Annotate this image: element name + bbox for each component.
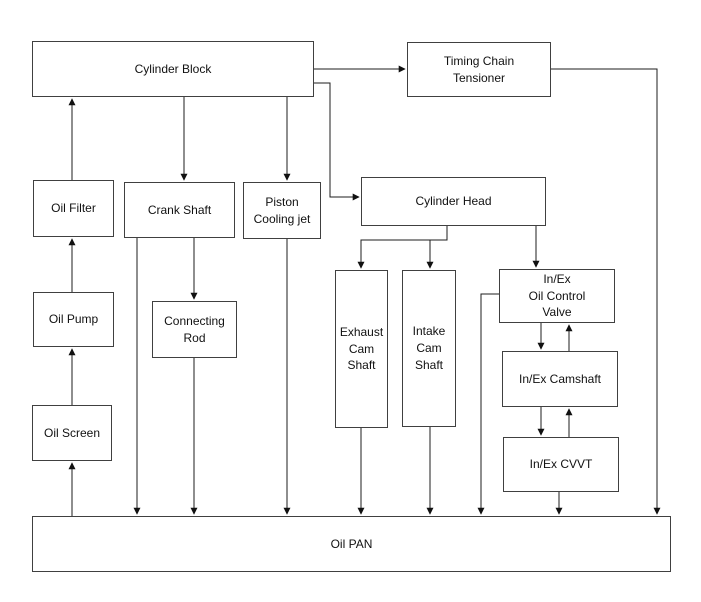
edge-oil-control-valve-to-oil-pan: [477, 293, 499, 515]
node-label: Connecting Rod: [164, 313, 225, 345]
node-label: In/Ex Oil Control Valve: [528, 271, 586, 320]
edge-cylinder-block-to-cylinder-head: [314, 82, 360, 201]
node-piston-cooling-jet: Piston Cooling jet: [243, 182, 321, 239]
node-label: Timing Chain Tensioner: [443, 53, 515, 85]
node-cylinder-head: Cylinder Head: [361, 177, 546, 226]
node-timing-chain-tensioner: Timing Chain Tensioner: [407, 42, 551, 97]
node-label: Oil Pump: [48, 312, 99, 327]
node-label: Cylinder Block: [134, 61, 212, 76]
node-cylinder-block: Cylinder Block: [32, 41, 314, 97]
node-label: In/Ex CVVT: [529, 457, 593, 472]
node-label: Exhaust Cam Shaft: [339, 324, 384, 373]
node-inex-camshaft: In/Ex Camshaft: [502, 351, 618, 407]
node-label: In/Ex Camshaft: [518, 371, 602, 386]
edge-timing-chain-tensioner-to-oil-pan: [551, 68, 661, 515]
node-exhaust-cam-shaft: Exhaust Cam Shaft: [335, 270, 388, 428]
node-label: Oil Screen: [43, 425, 101, 440]
node-label: Intake Cam Shaft: [412, 324, 446, 372]
node-oil-pump: Oil Pump: [33, 292, 114, 347]
node-oil-screen: Oil Screen: [32, 405, 112, 461]
node-label: Oil Filter: [51, 201, 96, 216]
node-oil-filter: Oil Filter: [33, 180, 114, 237]
node-oil-pan: Oil PAN: [32, 516, 671, 572]
node-inex-cvvt: In/Ex CVVT: [503, 437, 619, 492]
node-connecting-rod: Connecting Rod: [152, 301, 237, 358]
node-label: Piston Cooling jet: [253, 194, 311, 226]
node-label: Oil PAN: [330, 536, 373, 551]
node-label: Crank Shaft: [147, 202, 212, 217]
node-label: Cylinder Head: [415, 194, 492, 209]
node-crank-shaft: Crank Shaft: [124, 182, 235, 238]
node-intake-cam-shaft: Intake Cam Shaft: [402, 270, 456, 427]
edge-cylinder-head-to-exhaust-cam-shaft: [357, 226, 448, 269]
node-inex-oil-control-valve: In/Ex Oil Control Valve: [499, 269, 615, 323]
